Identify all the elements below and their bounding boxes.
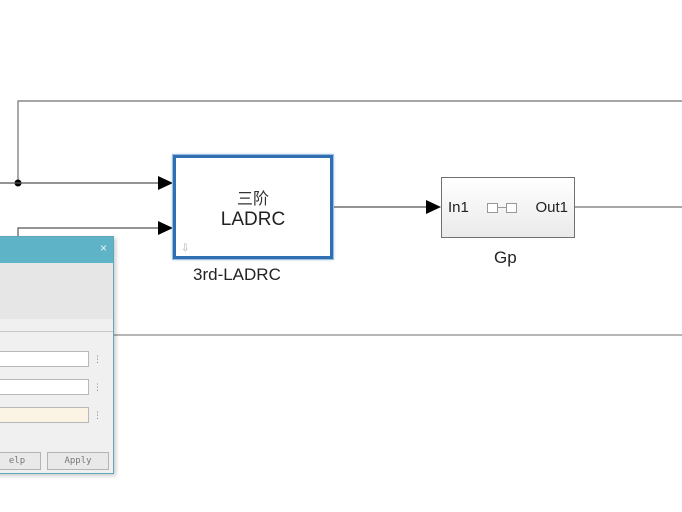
close-icon[interactable]: × (99, 241, 107, 255)
dialog-divider (0, 331, 113, 332)
parameter-field-1-menu-icon[interactable]: ⋮ (93, 354, 102, 364)
parameter-field-2-menu-icon[interactable]: ⋮ (93, 382, 102, 392)
parameter-field-3[interactable] (0, 407, 89, 423)
dialog-titlebar[interactable]: × (0, 237, 113, 263)
gp-block-name[interactable]: Gp (494, 248, 517, 267)
feedback-signal-line-top[interactable] (17, 100, 682, 183)
parameter-field-3-menu-icon[interactable]: ⋮ (93, 410, 102, 420)
block-parameters-dialog[interactable]: × ⋮ ⋮ ⋮ elp Apply (0, 236, 114, 474)
ladrc-block-label-chinese: 三阶 (236, 189, 269, 208)
ladrc-subsystem-block[interactable]: 三阶 LADRC ⇩ (172, 154, 334, 260)
gp-subsystem-block[interactable]: In1 Out1 (441, 177, 575, 238)
ladrc-block-name[interactable]: 3rd-LADRC (193, 265, 281, 284)
parameter-field-2[interactable] (0, 379, 89, 395)
signal-line-input2[interactable] (17, 227, 160, 236)
help-button[interactable]: elp (0, 452, 41, 470)
gp-out-port-label: Out1 (535, 199, 568, 216)
dialog-description-panel (0, 263, 113, 319)
parameter-field-1[interactable] (0, 351, 89, 367)
mask-arrow-icon: ⇩ (181, 243, 190, 254)
inner-connection-icon (487, 202, 518, 213)
arrow-input2 (158, 221, 173, 235)
arrow-input1 (158, 176, 173, 190)
arrow-to-gp (426, 200, 441, 214)
gp-in-port-label: In1 (448, 199, 469, 216)
ladrc-block-label: LADRC (220, 209, 286, 230)
apply-button[interactable]: Apply (47, 452, 109, 470)
